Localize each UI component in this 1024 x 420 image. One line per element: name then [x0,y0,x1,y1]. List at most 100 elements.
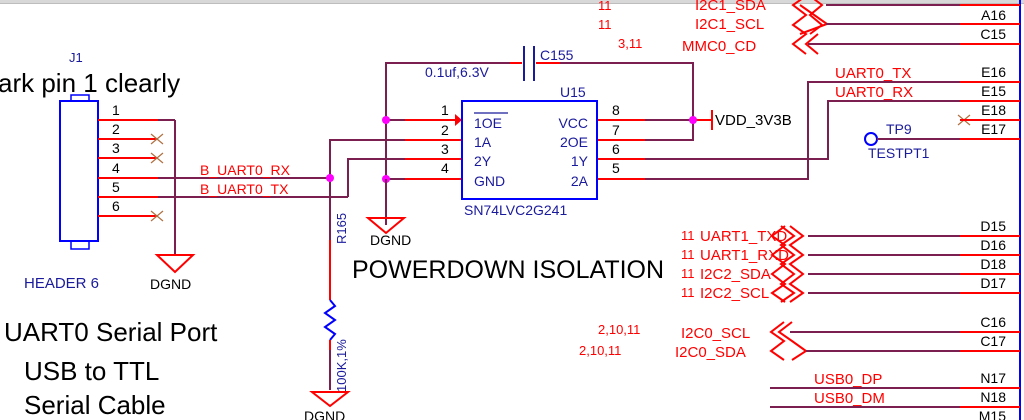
ground-icon [365,217,407,235]
offpage-connector-icons[interactable] [791,0,830,55]
u15-refdes: U15 [560,84,586,100]
net-label-usb0-dm: USB0_DM [814,390,885,407]
soc-pin-stubs [960,4,1020,408]
u15-pin-num-8: 8 [612,102,620,118]
u15-pin-name-2y: 2Y [474,153,492,169]
svg-text:11: 11 [598,17,612,32]
u15-pin-num-1: 1 [441,102,449,118]
header-tab-top [70,94,90,102]
u15-pin-num-6: 6 [612,141,620,157]
junction-icon [382,116,390,124]
tp9-name: TESTPT1 [868,145,930,161]
header-name: HEADER 6 [24,275,99,292]
title-line-2: USB to TTL [24,356,159,386]
soc-pin: C15 [980,26,1006,42]
soc-pin: E17 [981,121,1006,137]
u15-pin-num-7: 7 [612,122,620,138]
svg-text:I2C0_SDA: I2C0_SDA [675,344,746,361]
svg-text:UART1_TXD: UART1_TXD [700,228,787,245]
net-label-b-uart0-tx: B_UART0_TX [200,181,289,197]
net-label-b-uart0-rx: B_UART0_RX [200,162,291,178]
no-connect-icon [150,210,164,222]
junction-icon [326,174,334,182]
soc-pin: E15 [981,83,1006,99]
header-pin-5: 5 [112,179,120,195]
offpage-connector-icons[interactable] [770,225,805,303]
no-connect-icon [150,133,164,145]
u15-pin-num-2: 2 [441,122,449,138]
offpage-uart1-i2c2: 11 UART1_TXD 11 UART1_RXD 11 I2C2_SDA 11… [681,228,789,302]
svg-text:3,11: 3,11 [618,36,642,51]
pin1-arrow-icon [455,114,462,126]
net-label-uart0-tx: UART0_TX [835,65,911,82]
viewer-top-edge [0,0,1024,4]
junction-dots [326,116,697,183]
offpage-connector-icons[interactable] [769,321,808,361]
header-pin-2: 2 [112,121,120,137]
header-tab-bottom [70,240,90,250]
capacitor-c155-icon[interactable] [523,46,535,81]
u15-pin-name-2oe: 2OE [560,134,588,150]
junction-icon [689,116,697,124]
section-title: POWERDOWN ISOLATION [352,256,664,284]
svg-text:I2C2_SCL: I2C2_SCL [700,285,769,302]
no-connect-icons [150,133,164,222]
soc-pin: C16 [980,314,1006,330]
mid-gnd-label: DGND [370,232,411,248]
title-line-1: UART0 Serial Port [4,317,218,347]
soc-pin: E18 [981,102,1006,118]
u15-pin-name-gnd: GND [474,173,505,189]
tp9-refdes: TP9 [886,121,912,137]
soc-pin: D15 [980,218,1006,234]
u15-pin-name-2a: 2A [571,173,589,189]
u15-pin-num-5: 5 [612,160,620,176]
j1-refdes: J1 [69,50,83,65]
svg-text:11: 11 [681,247,695,262]
svg-text:11: 11 [681,228,695,243]
vdd-label: VDD_3V3B [715,112,792,129]
svg-text:I2C1_SDA: I2C1_SDA [695,0,766,14]
resistor-r165-icon[interactable] [323,299,337,341]
svg-text:UART1_RXD: UART1_RXD [700,247,789,264]
header-pin-4: 4 [112,160,120,176]
offpage-top: 11 I2C1_SDA 11 I2C1_SCL 3,11 MMC0_CD [598,0,766,55]
svg-text:I2C2_SDA: I2C2_SDA [700,266,771,283]
u15-part: SN74LVC2G241 [464,202,567,218]
net-label-usb0-dp: USB0_DP [814,371,882,388]
soc-pin: D16 [980,237,1006,253]
u15-pin-num-4: 4 [441,160,449,176]
offpage-i2c0: 2,10,11 I2C0_SCL 2,10,11 I2C0_SDA [579,322,750,361]
u15-pin-name-1a: 1A [474,134,492,150]
header-pins [98,119,175,217]
soc-pin: D18 [980,256,1006,272]
u15-pin-name-vcc: VCC [558,115,588,131]
svg-text:2,10,11: 2,10,11 [598,322,640,337]
svg-text:11: 11 [681,266,695,281]
svg-text:2,10,11: 2,10,11 [579,343,621,358]
title-line-3: Serial Cable [24,390,166,420]
header-pin-6: 6 [112,198,120,214]
bottom-gnd-label: DGND [304,408,345,420]
soc-pin: A16 [981,7,1006,23]
header-gnd-label: DGND [150,276,191,292]
svg-text:I2C1_SCL: I2C1_SCL [695,16,764,33]
soc-pin: E16 [981,64,1006,80]
header-j1[interactable] [59,94,99,250]
soc-pin-labels: A16 C15 E16 E15 E18 E17 D15 D16 D18 D17 … [979,7,1006,420]
soc-wires-top [808,4,960,45]
c155-refdes: C155 [540,47,574,63]
c155-value: 0.1uf,6.3V [425,64,489,80]
svg-text:MMC0_CD: MMC0_CD [682,38,756,55]
pin1-note: ark pin 1 clearly [0,68,180,98]
ground-icon [154,254,196,274]
u15-pin-num-3: 3 [441,141,449,157]
soc-wires-usb [770,387,960,408]
header-body [59,100,99,242]
no-connect-icon [150,152,164,164]
soc-pin: N18 [980,389,1006,405]
u15-pin-stubs [405,62,712,180]
testpoint-icon[interactable] [864,132,878,146]
soc-pin: C17 [980,333,1006,349]
ic-u15-body[interactable] [461,100,598,200]
